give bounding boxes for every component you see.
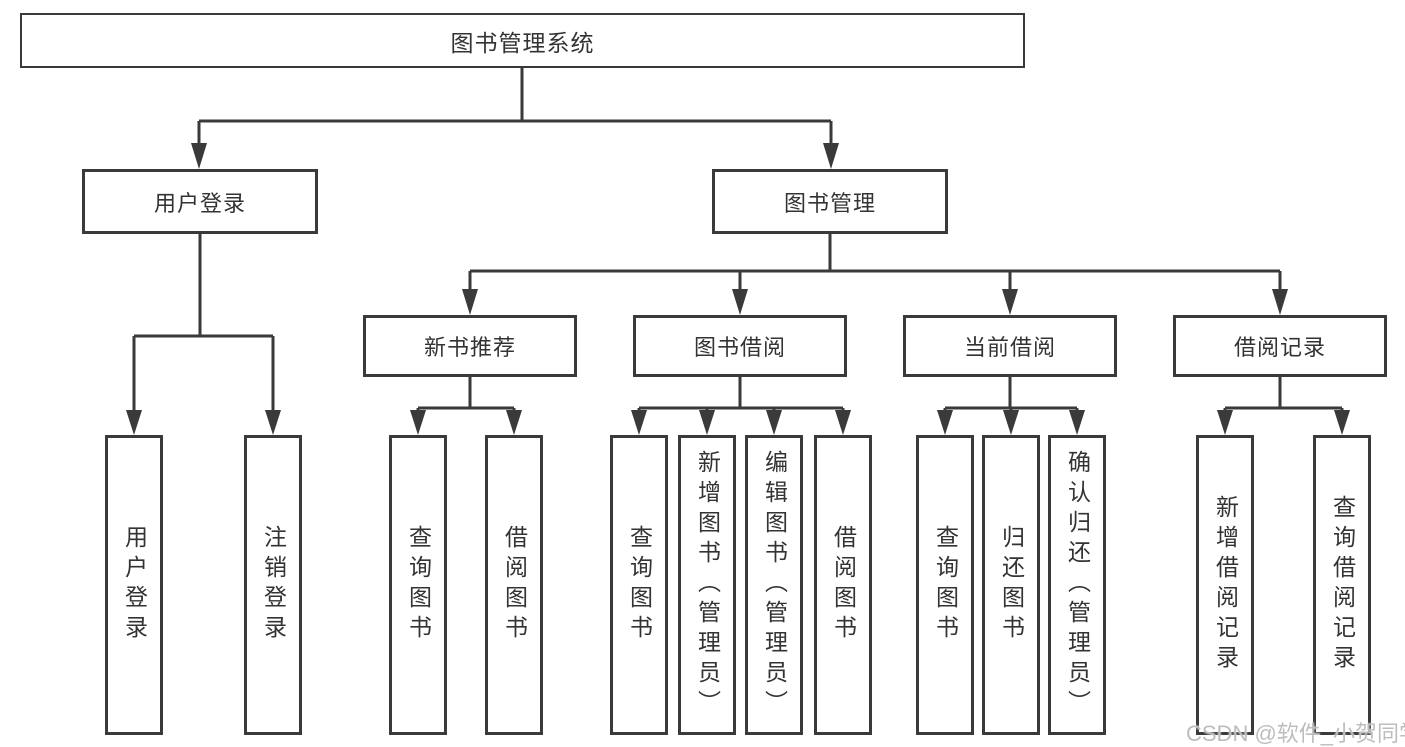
connector-root-to-level2 xyxy=(197,68,833,145)
node-label: 查询借阅记录 xyxy=(1329,495,1356,675)
node-leaf-add-books-admin: 新增图书（管理员） xyxy=(678,435,736,735)
node-label: 图书管理系统 xyxy=(450,29,595,56)
node-label: 注销登录 xyxy=(260,525,287,645)
node-leaf-logout: 注销登录 xyxy=(244,435,302,735)
connector-userlogin-to-leaves xyxy=(132,234,275,411)
node-leaf-query-borrow-record: 查询借阅记录 xyxy=(1313,435,1371,735)
node-label: 借阅图书 xyxy=(501,525,528,645)
arrowheads-level3 xyxy=(462,289,1288,315)
node-label: 图书管理 xyxy=(783,190,876,216)
node-label: 新书推荐 xyxy=(423,335,516,360)
node-book-borrowing: 图书借阅 xyxy=(633,315,847,377)
node-leaf-query-books-current: 查询图书 xyxy=(916,435,974,735)
node-borrowing-records: 借阅记录 xyxy=(1173,315,1387,377)
connector-borrow-to-leaves xyxy=(637,377,845,411)
connector-current-to-leaves xyxy=(943,377,1079,411)
node-user-login: 用户登录 xyxy=(82,169,318,234)
node-label: 查询图书 xyxy=(405,525,432,645)
node-label: 用户登录 xyxy=(121,525,148,645)
node-label: 图书借阅 xyxy=(693,335,786,360)
node-label: 借阅记录 xyxy=(1233,335,1326,360)
node-leaf-confirm-return-admin: 确认归还（管理员） xyxy=(1048,435,1106,735)
arrowheads-records-leaves xyxy=(1217,410,1350,435)
node-label: 编辑图书（管理员） xyxy=(761,450,788,720)
arrowheads-borrow-leaves xyxy=(631,410,851,435)
connector-newbook-to-leaves xyxy=(416,377,516,411)
node-leaf-borrow-books-rec: 借阅图书 xyxy=(485,435,543,735)
node-label: 查询图书 xyxy=(626,525,653,645)
node-new-book-recommendation: 新书推荐 xyxy=(363,315,577,377)
arrowheads-newbook-leaves xyxy=(410,410,522,435)
connector-records-to-leaves xyxy=(1223,377,1344,411)
node-leaf-edit-books-admin: 编辑图书（管理员） xyxy=(745,435,803,735)
node-label: 确认归还（管理员） xyxy=(1064,450,1091,720)
node-label: 当前借阅 xyxy=(963,335,1056,360)
connector-bookmgmt-to-level3 xyxy=(468,234,1282,291)
arrowheads-current-leaves xyxy=(937,410,1085,435)
node-leaf-return-books: 归还图书 xyxy=(982,435,1040,735)
node-label: 归还图书 xyxy=(998,525,1025,645)
node-library-management-system: 图书管理系统 xyxy=(20,13,1025,68)
node-leaf-query-books-borrow: 查询图书 xyxy=(610,435,668,735)
node-label: 借阅图书 xyxy=(830,525,857,645)
node-label: 用户登录 xyxy=(153,190,246,216)
node-leaf-add-borrow-record: 新增借阅记录 xyxy=(1196,435,1254,735)
node-leaf-borrow-books: 借阅图书 xyxy=(814,435,872,735)
csdn-watermark: CSDN @软件_小贺同学 xyxy=(1186,721,1405,746)
arrowheads-userlogin-leaves xyxy=(126,410,281,435)
arrowheads-level2 xyxy=(191,143,839,169)
node-leaf-query-books-rec: 查询图书 xyxy=(389,435,447,735)
node-label: 新增图书（管理员） xyxy=(694,450,721,720)
node-label: 查询图书 xyxy=(932,525,959,645)
node-book-management: 图书管理 xyxy=(712,169,948,234)
node-label: 新增借阅记录 xyxy=(1212,495,1239,675)
node-current-borrowing: 当前借阅 xyxy=(903,315,1117,377)
node-leaf-user-login: 用户登录 xyxy=(105,435,163,735)
